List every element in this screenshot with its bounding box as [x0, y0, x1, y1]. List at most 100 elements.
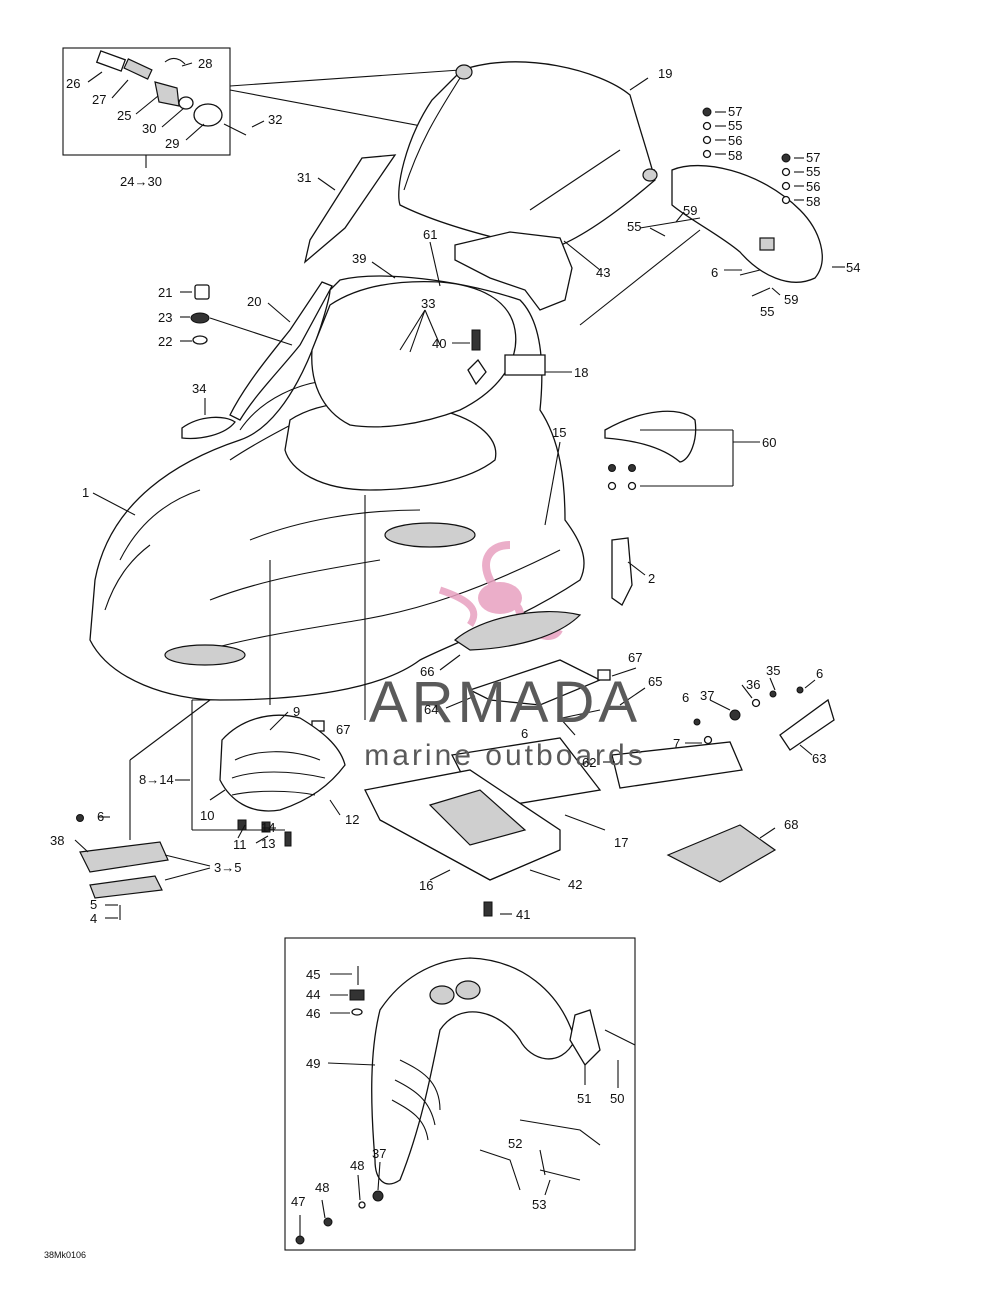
label-17: 17 — [614, 835, 628, 850]
label-63: 63 — [812, 751, 826, 766]
label-32: 32 — [268, 112, 282, 127]
label-37a: 37 — [700, 688, 714, 703]
vent-66 — [454, 610, 582, 651]
label-34: 34 — [192, 381, 206, 396]
label-53: 53 — [532, 1197, 546, 1212]
storage-16-17-42 — [364, 737, 606, 917]
label-25: 25 — [117, 108, 131, 123]
grommet-21-23 — [180, 284, 293, 346]
label-21: 21 — [158, 285, 172, 300]
label-56a: 56 — [728, 133, 742, 148]
label-50: 50 — [610, 1091, 624, 1106]
label-58a: 58 — [728, 148, 742, 163]
label-52: 52 — [508, 1136, 522, 1151]
label-14: 14 — [261, 820, 275, 835]
fasteners-55-59 — [579, 107, 845, 326]
inset-bottom — [284, 937, 636, 1251]
label-56b: 56 — [806, 179, 820, 194]
label-55b: 55 — [806, 164, 820, 179]
label-10: 10 — [200, 808, 214, 823]
label-62: 62 — [582, 755, 596, 770]
label-7: 7 — [673, 736, 680, 751]
label-6d: 6 — [521, 726, 528, 741]
label-1: 1 — [82, 485, 89, 500]
label-55c: 55 — [627, 219, 641, 234]
label-24-30: 24→30 — [120, 174, 162, 189]
label-6b: 6 — [816, 666, 823, 681]
label-37b: 37 — [372, 1146, 386, 1161]
label-6a: 6 — [711, 265, 718, 280]
label-39: 39 — [352, 251, 366, 266]
label-58b: 58 — [806, 194, 820, 209]
label-64: 64 — [424, 702, 438, 717]
label-28: 28 — [198, 56, 212, 71]
label-40: 40 — [432, 336, 446, 351]
plates-3-5 — [74, 699, 211, 920]
label-46: 46 — [306, 1006, 320, 1021]
brackets-right — [559, 677, 835, 789]
leaders-middle — [439, 654, 646, 709]
label-59a: 59 — [683, 203, 697, 218]
label-41: 41 — [516, 907, 530, 922]
clip-67a — [597, 669, 611, 681]
label-3-5: 3→5 — [214, 860, 241, 875]
label-55a: 55 — [728, 118, 742, 133]
rear-cover-54 — [639, 164, 823, 283]
label-48a: 48 — [350, 1158, 364, 1173]
label-6c: 6 — [682, 690, 689, 705]
label-26: 26 — [66, 76, 80, 91]
label-55d: 55 — [760, 304, 774, 319]
support-43 — [454, 231, 573, 311]
label-51: 51 — [577, 1091, 591, 1106]
label-54: 54 — [846, 260, 860, 275]
label-16: 16 — [419, 878, 433, 893]
label-42: 42 — [568, 877, 582, 892]
label-45: 45 — [306, 967, 320, 982]
label-4: 4 — [90, 911, 97, 926]
label-22: 22 — [158, 334, 172, 349]
label-6e: 6 — [97, 809, 104, 824]
pad-60 — [604, 410, 760, 491]
label-27: 27 — [92, 92, 106, 107]
label-30: 30 — [142, 121, 156, 136]
dashboard-39 — [311, 280, 517, 428]
label-60: 60 — [762, 435, 776, 450]
label-13: 13 — [261, 836, 275, 851]
label-67a: 67 — [628, 650, 642, 665]
label-61: 61 — [423, 227, 437, 242]
label-9: 9 — [293, 704, 300, 719]
label-68: 68 — [784, 817, 798, 832]
label-67b: 67 — [336, 722, 350, 737]
label-2: 2 — [648, 571, 655, 586]
frame-20 — [229, 281, 333, 421]
label-15: 15 — [552, 425, 566, 440]
bracket-31 — [303, 154, 397, 264]
label-47: 47 — [291, 1194, 305, 1209]
inset-24-30 — [62, 47, 265, 168]
label-59b: 59 — [784, 292, 798, 307]
part-labels: 28 26 27 25 30 29 32 24→30 19 57 55 56 5… — [44, 56, 860, 1260]
grille-9-14 — [175, 699, 346, 847]
label-44: 44 — [306, 987, 320, 1002]
label-36: 36 — [746, 677, 760, 692]
label-29: 29 — [165, 136, 179, 151]
label-31: 31 — [297, 170, 311, 185]
trim-18 — [504, 354, 546, 376]
pad-68 — [666, 824, 777, 883]
label-18: 18 — [574, 365, 588, 380]
label-19: 19 — [658, 66, 672, 81]
label-12: 12 — [345, 812, 359, 827]
label-20: 20 — [247, 294, 261, 309]
label-11: 11 — [233, 837, 247, 852]
label-35: 35 — [766, 663, 780, 678]
label-43: 43 — [596, 265, 610, 280]
label-49: 49 — [306, 1056, 320, 1071]
trim-2 — [611, 537, 633, 606]
leaders-top — [92, 77, 649, 526]
diagram-code: 38Mk0106 — [44, 1250, 86, 1260]
watermark-tagline: marine outboards — [364, 739, 645, 772]
label-38: 38 — [50, 833, 64, 848]
label-57a: 57 — [728, 104, 742, 119]
fastener-40 — [467, 329, 487, 386]
